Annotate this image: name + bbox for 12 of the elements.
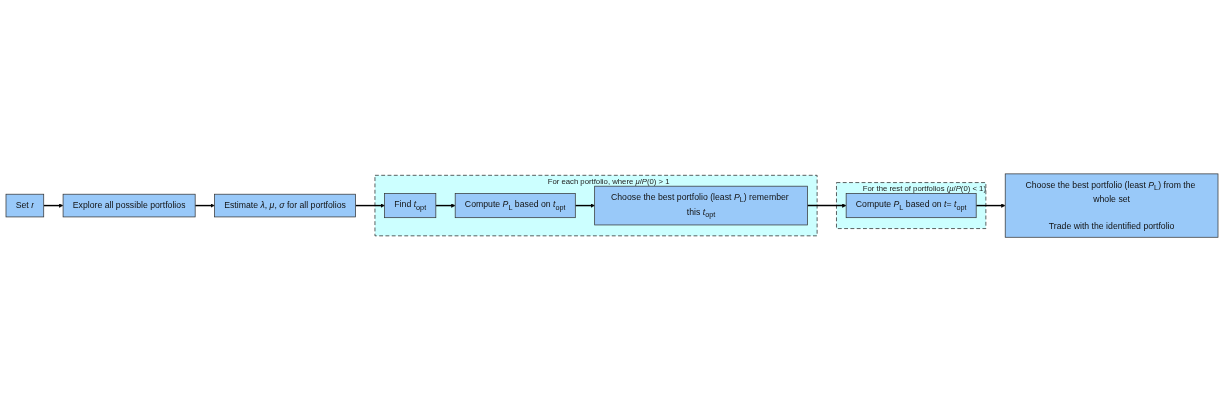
arrow	[806, 203, 847, 209]
node-box: Compute P$_{L}$ based on t$_{opt}$	[454, 193, 576, 219]
node-box: Choose the best portfolio (least P$_{L}$) remember this t$_{opt}$	[594, 186, 808, 226]
arrow	[975, 203, 1006, 209]
node-box: Choose the best portfolio (least P$_{L}$) from the whole set Trade with the identified portfolio	[1004, 173, 1219, 239]
node-box: Compute P$_{L}$ based on t= t$_{opt}$	[845, 193, 977, 219]
node-box: Estimate λ, μ, σ for all portfolios	[214, 194, 356, 218]
node-box: Set r	[5, 194, 45, 218]
node-box: Find t$_{opt}$	[384, 193, 437, 219]
node-box: Explore all possible portfolios	[62, 194, 196, 218]
arrow	[354, 203, 385, 209]
arrow	[435, 203, 456, 209]
